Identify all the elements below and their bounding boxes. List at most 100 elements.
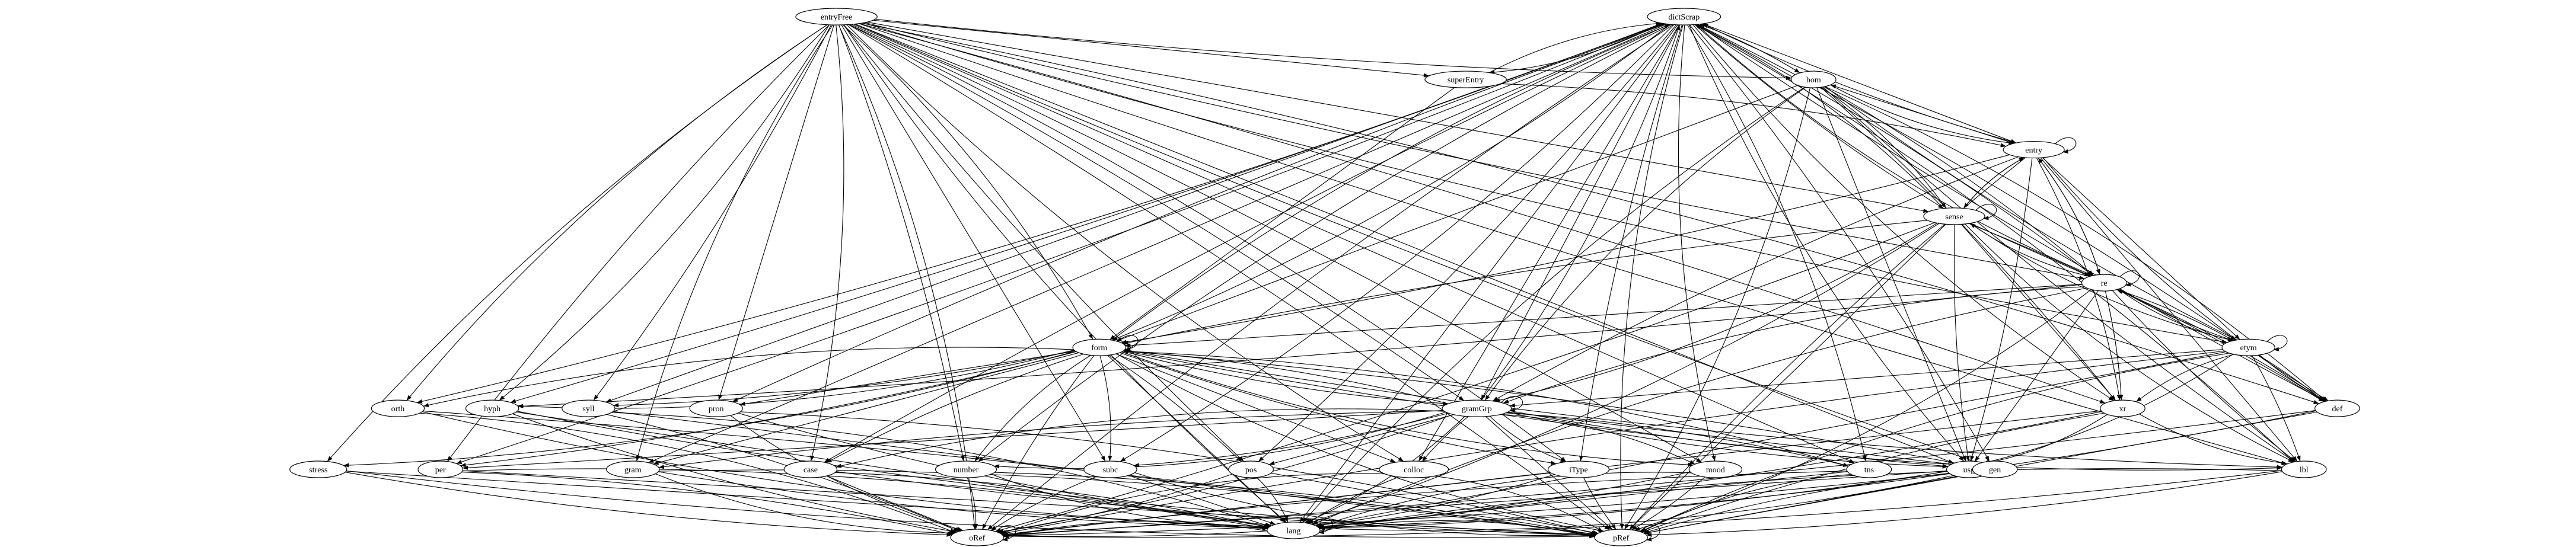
node-re: re: [2081, 274, 2127, 292]
edge-re-to-sense: [1970, 223, 2090, 277]
node-label-number: number: [954, 466, 979, 475]
edge-re-to-xr: [2105, 290, 2124, 401]
edge-colloc-to-lang: [1307, 476, 1399, 524]
edge-form-to-pos: [1108, 354, 1242, 462]
node-label-entryFree: entryFree: [821, 13, 853, 22]
edge-etym-to-xr: [2136, 354, 2234, 402]
edge-hom-to-etym: [1825, 86, 2237, 341]
edge-entryFree-to-etym: [863, 23, 2227, 344]
node-shape-pRef: [1594, 529, 1648, 546]
node-label-hyph: hyph: [484, 405, 500, 414]
node-label-lang: lang: [1286, 527, 1300, 536]
node-tns: tns: [1846, 460, 1892, 478]
edge-etym-to-pRef: [1640, 353, 2230, 532]
edge-gramGrp-to-pos: [1268, 414, 1454, 465]
edge-stress-to-pRef: [346, 470, 1595, 539]
node-label-dictScrap: dictScrap: [1668, 13, 1700, 22]
node-xr: xr: [2100, 399, 2145, 417]
edge-entryFree-to-sense: [867, 21, 1929, 213]
edge-gramGrp-to-subc: [1133, 412, 1449, 468]
edge-gramGrp-to-dictScrap: [1481, 24, 1681, 401]
edge-entryFree-to-gram: [636, 24, 833, 462]
edge-re-to-usg: [1974, 290, 2099, 462]
node-per: per: [417, 460, 464, 478]
node-lang: lang: [1267, 522, 1321, 539]
node-label-tns: tns: [1864, 466, 1874, 475]
node-label-syll: syll: [582, 405, 594, 414]
edge-form-to-mood: [1121, 351, 1694, 467]
edge-dictScrap-to-per: [456, 23, 1665, 464]
edge-superEntry-to-entry: [1500, 83, 2006, 148]
edge-entryFree-to-re: [865, 22, 2085, 280]
node-label-usg: usg: [1963, 466, 1975, 475]
edge-entryFree-to-subc: [841, 24, 1106, 462]
node-lbl: lbl: [2281, 460, 2327, 478]
edge-dictScrap-to-subc: [1120, 24, 1675, 462]
edge-form-to-form: [1117, 335, 1139, 351]
edge-sense-to-oRef: [995, 222, 1935, 532]
edge-usg-to-oRef: [1003, 471, 1947, 538]
edge-entryFree-to-usg: [855, 24, 1954, 464]
edge-form-to-iType: [1120, 352, 1557, 465]
node-label-pron: pron: [709, 405, 724, 414]
node-label-gen: gen: [1989, 466, 2001, 475]
node-sense: sense: [1923, 207, 1985, 225]
edge-form-to-pRef: [1116, 353, 1604, 533]
edge-etym-to-re: [2118, 289, 2234, 341]
edge-form-to-subc: [1099, 356, 1112, 462]
edge-tns-to-lang: [1318, 471, 1848, 530]
edge-dictScrap-to-xr: [1692, 24, 2115, 401]
node-case: case: [783, 460, 838, 478]
edge-form-to-hyph: [517, 349, 1075, 409]
edge-pron-to-lang: [738, 412, 1272, 527]
edge-gramGrp-to-number: [994, 411, 1446, 469]
edge-entryFree-to-syll: [593, 24, 832, 401]
edge-hom-to-re: [1823, 86, 2094, 276]
edge-hom-to-lang: [1302, 87, 1805, 523]
edge-dictScrap-to-pos: [1258, 24, 1677, 462]
node-shape-sense: [1923, 207, 1985, 225]
node-label-lbl: lbl: [2300, 466, 2309, 475]
edge-entry-to-gramGrp: [1492, 156, 2019, 402]
edge-entryFree-to-pos: [843, 24, 1244, 462]
node-gen: gen: [1972, 460, 2018, 478]
node-shape-lang: [1267, 522, 1321, 539]
edge-usg-to-lang: [1319, 471, 1947, 530]
edge-hom-to-lbl: [1822, 87, 2295, 462]
edge-hyph-to-oRef: [512, 413, 957, 533]
edge-re-to-form: [1125, 283, 2083, 348]
edge-superEntry-to-form: [1109, 87, 1455, 340]
edge-gramGrp-to-gramGrp: [1500, 396, 1523, 412]
edge-colloc-to-oRef: [1000, 473, 1385, 535]
edge-subc-to-pRef: [1134, 472, 1597, 537]
edge-form-to-number: [974, 355, 1091, 462]
edge-entry-to-usg: [1970, 158, 2033, 462]
edge-dictScrap-to-hom: [1699, 24, 1800, 73]
edge-orth-to-oRef: [419, 412, 956, 533]
node-shape-def: [2314, 399, 2360, 417]
edge-entryFree-to-iType: [849, 24, 1567, 462]
edge-syll-to-lang: [611, 412, 1271, 527]
edge-pRef-to-pRef: [1639, 525, 1660, 542]
node-shape-entryFree: [795, 8, 878, 25]
edge-case-to-lang: [835, 472, 1270, 529]
edge-hom-to-form: [1116, 85, 1798, 342]
edge-entryFree-to-lang: [843, 24, 1287, 523]
node-hom: hom: [1790, 71, 1837, 88]
node-gramGrp: gramGrp: [1442, 399, 1512, 417]
edge-per-to-oRef: [461, 472, 953, 536]
node-shape-superEntry: [1424, 71, 1507, 88]
edge-tns-to-pRef: [1641, 474, 1851, 533]
edge-gram-to-oRef: [655, 473, 955, 536]
edge-lbl-to-pRef: [1646, 471, 2282, 538]
edge-hom-to-entry: [1830, 84, 2014, 145]
edge-gen-to-pRef: [1644, 472, 1975, 535]
edge-sense-to-lbl: [1965, 223, 2294, 463]
node-pron: pron: [689, 399, 743, 417]
node-oRef: oRef: [950, 529, 1004, 546]
node-shape-re: [2081, 274, 2127, 292]
node-label-etym: etym: [2240, 344, 2257, 353]
edge-form-to-colloc: [1115, 353, 1396, 463]
edge-dictScrap-to-usg: [1689, 24, 1965, 462]
